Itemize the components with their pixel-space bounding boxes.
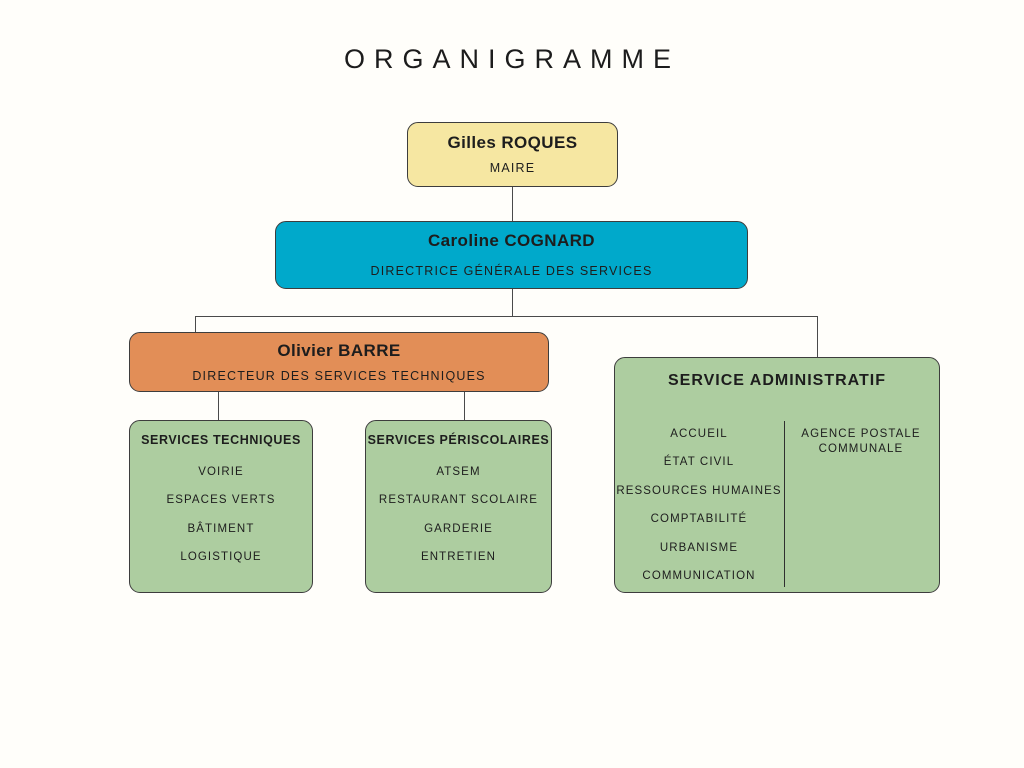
dept-item: RESSOURCES HUMAINES bbox=[616, 484, 782, 497]
dept-item: ESPACES VERTS bbox=[166, 494, 276, 507]
dst-name: Olivier BARRE bbox=[277, 340, 401, 360]
connector-branch-dst bbox=[195, 316, 196, 332]
connector-branch-horizontal bbox=[195, 316, 817, 317]
node-dgs: Caroline COGNARD DIRECTRICE GÉNÉRALE DES… bbox=[275, 221, 748, 289]
admin-left-column: ACCUEIL ÉTAT CIVIL RESSOURCES HUMAINES C… bbox=[615, 420, 783, 590]
service-administratif-title: SERVICE ADMINISTRATIF bbox=[667, 372, 887, 389]
connector-branch-admin bbox=[817, 316, 818, 357]
dept-item: BÂTIMENT bbox=[187, 522, 255, 535]
service-administratif-columns: ACCUEIL ÉTAT CIVIL RESSOURCES HUMAINES C… bbox=[615, 420, 939, 590]
dept-item: ÉTAT CIVIL bbox=[663, 456, 735, 469]
page-title: ORGANIGRAMME bbox=[343, 44, 680, 74]
dgs-role: DIRECTRICE GÉNÉRALE DES SERVICES bbox=[370, 264, 653, 278]
admin-column-divider bbox=[784, 421, 785, 587]
connector-dgs-stem bbox=[512, 289, 513, 316]
dept-item: RESTAURANT SCOLAIRE bbox=[378, 494, 539, 507]
dept-item: ATSEM bbox=[436, 466, 481, 478]
services-periscolaires-items: ATSEM RESTAURANT SCOLAIRE GARDERIE ENTRE… bbox=[366, 458, 551, 572]
node-maire: Gilles ROQUES MAIRE bbox=[407, 122, 618, 187]
dept-item: COMMUNICATION bbox=[642, 569, 756, 582]
connector-dst-periscolaires bbox=[464, 392, 465, 420]
dept-item: GARDERIE bbox=[424, 522, 493, 535]
dept-item: LOGISTIQUE bbox=[180, 551, 262, 564]
maire-role: MAIRE bbox=[489, 161, 536, 175]
dgs-name: Caroline COGNARD bbox=[428, 231, 595, 250]
node-services-techniques: SERVICES TECHNIQUES VOIRIE ESPACES VERTS… bbox=[129, 420, 313, 593]
dept-item: ACCUEIL bbox=[670, 428, 728, 440]
services-periscolaires-title: SERVICES PÉRISCOLAIRES bbox=[367, 433, 550, 447]
dept-item: COMPTABILITÉ bbox=[650, 513, 748, 526]
dst-role: DIRECTEUR DES SERVICES TECHNIQUES bbox=[192, 368, 486, 383]
node-dst: Olivier BARRE DIRECTEUR DES SERVICES TEC… bbox=[129, 332, 549, 392]
dept-item: VOIRIE bbox=[198, 466, 244, 478]
node-services-periscolaires: SERVICES PÉRISCOLAIRES ATSEM RESTAURANT … bbox=[365, 420, 552, 593]
dept-item: ENTRETIEN bbox=[420, 551, 497, 564]
maire-name: Gilles ROQUES bbox=[447, 133, 578, 152]
connector-maire-dgs bbox=[512, 187, 513, 221]
services-techniques-items: VOIRIE ESPACES VERTS BÂTIMENT LOGISTIQUE bbox=[130, 458, 312, 572]
node-service-administratif: SERVICE ADMINISTRATIF ACCUEIL ÉTAT CIVIL… bbox=[614, 357, 940, 593]
services-techniques-title: SERVICES TECHNIQUES bbox=[141, 433, 301, 447]
dept-item: URBANISME bbox=[659, 541, 739, 554]
connector-dst-techniques bbox=[218, 392, 219, 420]
dept-item: AGENCE POSTALE COMMUNALE bbox=[801, 428, 921, 455]
admin-right-column: AGENCE POSTALE COMMUNALE bbox=[783, 420, 939, 590]
